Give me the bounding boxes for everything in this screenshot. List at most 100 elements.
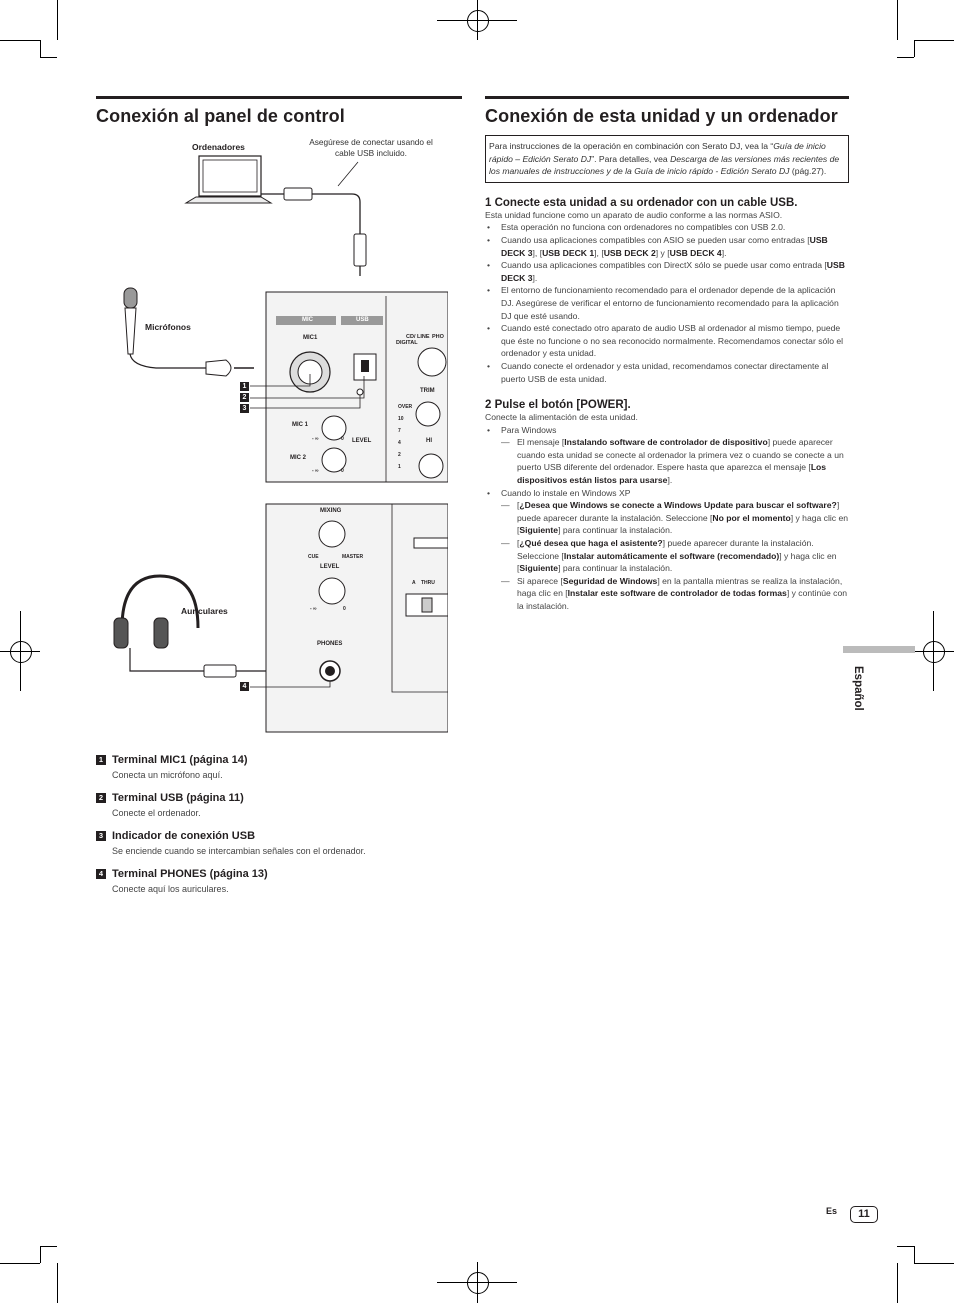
dash-bold: Siguiente — [519, 525, 559, 536]
terminal-item: 1 Terminal MIC1 (página 14) Conecta un mi… — [96, 754, 462, 780]
panel-label-mic1: MIC1 — [303, 335, 318, 341]
panel-label-mic: MIC — [302, 317, 313, 323]
bullet-text: Cuando usa aplicaciones compatibles con … — [501, 234, 810, 245]
headphones-label: Auriculares — [181, 606, 228, 616]
step-2-intro: Conecte la alimentación de esta unidad. — [485, 412, 638, 423]
item-title: Terminal USB (página 11) — [112, 792, 244, 804]
section-title-control-panel: Conexión al panel de control — [96, 106, 345, 126]
dash-bold: Siguiente — [519, 563, 559, 574]
item-title: Indicador de conexión USB — [112, 830, 256, 842]
callout-2: 2 — [240, 393, 249, 402]
item-description: Conecte aquí los auriculares. — [112, 884, 229, 894]
usb-deck-3: USB DECK 3 — [501, 260, 845, 283]
step-2-heading: 2 Pulse el botón [POWER]. — [485, 399, 631, 412]
lower-mixer-panel — [265, 503, 448, 733]
step-1-bullet: Cuando esté conectado otro aparato de au… — [485, 322, 849, 360]
xp-dash-item: [¿Qué desea que haga el asistente?] pued… — [485, 537, 849, 575]
page-number: 11 — [850, 1206, 878, 1223]
mic1-zero-label: 0 — [341, 436, 344, 442]
dash-text: ] puede aparecer durante la instalación.… — [517, 538, 814, 561]
meter-10: 10 — [398, 416, 404, 422]
item-title: Terminal MIC1 (página 14) — [112, 754, 248, 766]
item-number: 3 — [96, 831, 106, 841]
info-guide-title: Guía de inicio rápido – Edición Serato D… — [489, 141, 826, 164]
mic2-min-label: - ∞ — [312, 468, 319, 474]
callout-4: 4 — [240, 682, 249, 691]
xp-bullet: Cuando lo instale en Windows XP — [485, 487, 849, 500]
windows-bullet: Para Windows — [485, 424, 849, 437]
xp-dash-item: [¿Desea que Windows se conecte a Windows… — [485, 499, 849, 537]
item-description: Se enciende cuando se intercambian señal… — [112, 846, 366, 856]
dash-text: ] para continuar la instalación. — [558, 563, 673, 574]
usb-cable-note: Asegúrese de conectar usando el cable US… — [309, 137, 433, 158]
panel-label-level-2: LEVEL — [320, 564, 340, 570]
terminal-item: 3 Indicador de conexión USB Se enciende c… — [96, 830, 462, 856]
step-1-intro: Esta unidad funcione como un aparato de … — [485, 209, 783, 220]
panel-label-mic2-knob: MIC 2 — [290, 455, 307, 461]
panel-label-digital: DIGITAL — [396, 340, 418, 346]
terminal-item: 2 Terminal USB (página 11) Conecte el ord… — [96, 792, 462, 818]
language-tab-bar — [843, 646, 915, 653]
dash-bold: ¿Qué desea que haga el asistente? — [519, 538, 663, 549]
meter-1: 1 — [398, 464, 401, 470]
right-heading-bar: Conexión de esta unidad y un ordenador — [485, 96, 849, 127]
mic1-min-label: - ∞ — [312, 436, 319, 442]
dash-text: ] para continuar la instalación. — [558, 525, 673, 536]
windows-dash-item: El mensaje [Instalando software de contr… — [485, 436, 849, 486]
info-text: ”. Para detalles, vea — [591, 153, 671, 164]
dash-text: ]. — [667, 475, 673, 486]
step-1-bullet: Esta operación no funciona con ordenador… — [485, 221, 849, 234]
panel-label-pho: PHO — [432, 334, 444, 340]
panel-label-mixing: MIXING — [320, 508, 342, 514]
info-box: Para instrucciones de la operación en co… — [485, 135, 849, 183]
terminal-list: 1 Terminal MIC1 (página 14) Conecta un mi… — [96, 754, 462, 906]
diagram-graphic — [113, 155, 448, 733]
left-heading-bar: Conexión al panel de control — [96, 96, 462, 127]
panel-label-level: LEVEL — [352, 438, 372, 444]
panel-label-over: OVER — [398, 404, 413, 410]
info-download-title: Descarga de las versiones más recientes … — [489, 153, 840, 177]
meter-4: 4 — [398, 440, 401, 446]
item-title: Terminal PHONES (página 13) — [112, 868, 268, 880]
dash-text: ] puede aparecer durante la instalación.… — [517, 500, 840, 523]
right-section: Conexión de esta unidad y un ordenador P… — [485, 96, 849, 613]
microphone-icon — [123, 287, 138, 355]
panel-label-thru: THRU — [421, 580, 435, 586]
dash-text: ] en la pantalla mientras se realiza la … — [517, 575, 843, 599]
panel-label-phones: PHONES — [317, 641, 343, 647]
step-1-bullet: Cuando usa aplicaciones compatibles con … — [485, 259, 849, 284]
dash-text: ] puede aparecer cuando esta unidad se c… — [517, 437, 844, 473]
info-text: Para instrucciones de la operación en co… — [489, 141, 774, 151]
item-number: 1 — [96, 755, 106, 765]
bullet-text: Cuando usa aplicaciones compatibles con … — [501, 260, 827, 271]
microphones-label: Micrófonos — [145, 322, 191, 332]
step-1-bullet: El entorno de funcionamiento recomendado… — [485, 284, 849, 322]
level-zero-label: 0 — [343, 606, 346, 612]
step-1-heading: 1 Conecte esta unidad a su ordenador con… — [485, 196, 798, 209]
computers-label: Ordenadores — [192, 142, 245, 152]
dash-bold: Seguridad de Windows — [562, 575, 658, 586]
laptop-icon — [184, 155, 273, 204]
dash-text: ] y haga clic en [ — [517, 550, 837, 574]
terminal-item: 4 Terminal PHONES (página 13) Conecte aqu… — [96, 868, 462, 894]
item-description: Conecta un micrófono aquí. — [112, 770, 223, 780]
item-number: 4 — [96, 869, 106, 879]
item-description: Conecte el ordenador. — [112, 808, 201, 818]
info-text: (pág.27). — [789, 166, 827, 177]
usb-deck-4: USB DECK 4 — [669, 247, 722, 258]
panel-label-mic1-knob: MIC 1 — [292, 422, 309, 428]
step-1-bullet: Cuando conecte el ordenador y esta unida… — [485, 360, 849, 385]
usb-deck-3: USB DECK 3 — [501, 234, 828, 258]
dash-bold: Instalar automáticamente el software (re… — [563, 550, 780, 561]
left-section: Conexión al panel de control — [96, 96, 462, 127]
level-min-label: - ∞ — [310, 606, 317, 612]
dash-text: ] y haga clic en [ — [517, 512, 849, 536]
usb-deck-1: USB DECK 1 — [542, 247, 595, 258]
panel-label-master: MASTER — [342, 554, 364, 560]
footer-language-code: Es — [826, 1206, 838, 1216]
panel-label-cue: CUE — [308, 554, 319, 560]
dash-text: Si aparece [ — [517, 575, 563, 586]
dash-bold: Los dispositivos están listos para usars… — [517, 462, 827, 486]
item-number: 2 — [96, 793, 106, 803]
dash-bold: Instalando software de controlador de di… — [564, 437, 768, 448]
